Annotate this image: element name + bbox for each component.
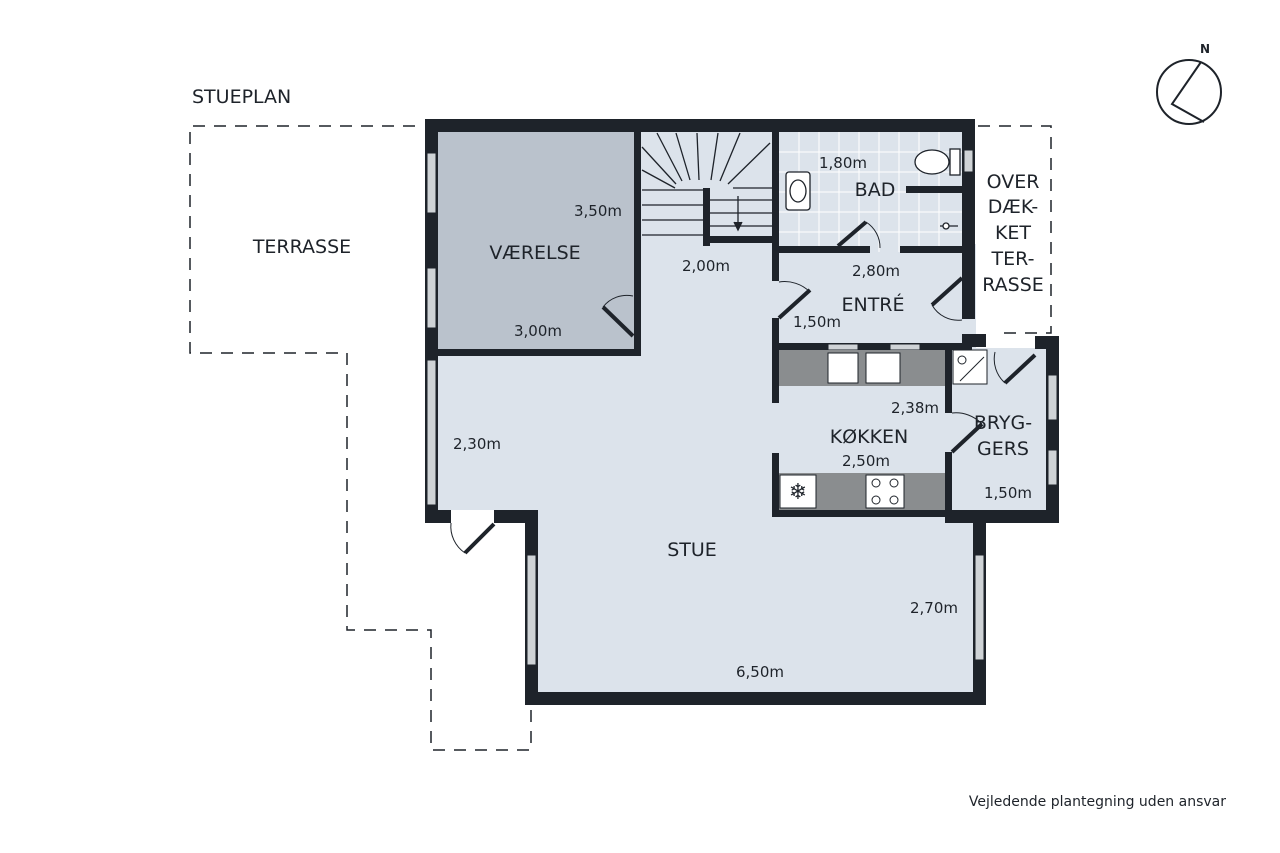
wall-covered-bottom	[962, 334, 986, 347]
wall-entre-left-low	[772, 318, 779, 403]
vaerelse-floor	[433, 132, 638, 351]
wall-bad-bottom	[772, 246, 870, 253]
window-vaerelse-1	[426, 152, 437, 214]
window-stue-left	[426, 359, 437, 506]
dim-koekken-depth: 2,50m	[842, 452, 890, 470]
wall-bryggers-right	[1046, 336, 1059, 523]
window-bryggers-1	[1047, 374, 1058, 421]
window-stue-lower-left	[526, 554, 537, 666]
wall-bryggers-bottom	[945, 510, 1059, 523]
room-label-vaerelse: VÆRELSE	[489, 242, 580, 264]
window-bad	[963, 149, 974, 173]
wall-bottom	[525, 692, 986, 705]
window-bryggers-2	[1047, 449, 1058, 486]
windows	[426, 149, 1058, 666]
compass-needle-icon	[1170, 61, 1205, 123]
room-label-stue: STUE	[667, 539, 717, 561]
stair-core-2	[703, 236, 775, 243]
room-label-covered-terrace-4: TER-	[991, 248, 1035, 270]
dim-stue-left: 2,30m	[453, 435, 501, 453]
north-label: N	[1200, 42, 1210, 56]
door-bryggers-top	[993, 351, 1037, 385]
door-stue	[450, 522, 496, 555]
room-label-koekken: KØKKEN	[830, 426, 909, 448]
wall-entre-bottom	[772, 343, 972, 350]
dim-vaerelse-width: 3,00m	[514, 322, 562, 340]
dim-bryggers-width: 1,50m	[984, 484, 1032, 502]
dim-koekken-width: 2,38m	[891, 399, 939, 417]
disclaimer: Vejledende plantegning uden ansvar	[969, 794, 1226, 810]
covered-terrace-outline	[978, 125, 1052, 334]
wall-stair-right	[772, 126, 779, 249]
dim-stue-width: 6,50m	[736, 663, 784, 681]
doors	[450, 220, 1037, 555]
room-label-bad: BAD	[855, 179, 896, 201]
dim-entre-width: 2,80m	[852, 262, 900, 280]
dim-vaerelse-depth: 3,50m	[574, 202, 622, 220]
wall-top	[425, 119, 975, 132]
terrace-outlines	[189, 125, 1052, 751]
room-label-covered-terrace-5: RASSE	[982, 274, 1044, 296]
stove	[865, 474, 905, 509]
wall-koekken-bottom	[772, 510, 952, 517]
window-stue-right	[974, 554, 985, 661]
dim-bad-width: 1,80m	[819, 154, 867, 172]
terrasse-outline	[189, 125, 532, 751]
wall-entre-left	[772, 253, 779, 281]
freezer-icon: ❄	[789, 480, 807, 505]
window-vaerelse-2	[426, 267, 437, 329]
dim-entre-depth: 1,50m	[793, 313, 841, 331]
wall-bad-bottom-right	[900, 246, 968, 253]
wall-bad-partition	[906, 186, 962, 193]
door-entre-left	[777, 281, 812, 320]
kitchen-counters: ❄	[779, 350, 945, 510]
room-label-bryggers-1: BRYG-	[974, 412, 1032, 434]
staircase	[641, 132, 775, 246]
wall-left-stub	[425, 510, 451, 523]
wall-bryggers-left	[945, 343, 952, 413]
plan-title: STUEPLAN	[192, 86, 291, 108]
labels: STUEPLAN TERRASSE VÆRELSE BAD ENTRÉ OVER…	[192, 86, 1226, 810]
north-arrow: N	[1156, 42, 1222, 125]
counter-top	[779, 350, 945, 386]
door-vaerelse	[601, 294, 635, 338]
dim-stair-width: 2,00m	[682, 257, 730, 275]
stue-floor-left-notch-fix	[433, 510, 531, 695]
entre-floor	[779, 252, 964, 322]
wall-vaerelse-bottom	[433, 349, 641, 356]
washing-machine	[952, 349, 988, 385]
door-entre-right	[930, 276, 964, 321]
bad-fixtures	[785, 148, 961, 230]
dishwasher	[827, 352, 859, 384]
door-bryggers-left	[950, 412, 984, 454]
wall-bad-right	[962, 119, 975, 319]
dim-stue-right: 2,70m	[910, 599, 958, 617]
kitchen-sink	[865, 352, 901, 384]
wall-koekken-left-low	[772, 453, 779, 517]
window-koekken-1	[827, 343, 859, 351]
room-label-terrasse: TERRASSE	[252, 236, 351, 258]
wall-vaerelse-right	[634, 126, 641, 356]
stair-core	[703, 188, 710, 246]
wall-bryggers-left-low	[945, 452, 952, 523]
room-label-covered-terrace-1: OVER	[987, 171, 1040, 193]
door-bad	[836, 220, 881, 249]
room-label-bryggers-2: GERS	[977, 438, 1029, 460]
room-label-covered-terrace-3: KET	[995, 222, 1031, 244]
toilet	[914, 148, 961, 176]
compass-circle	[1156, 59, 1222, 125]
room-label-covered-terrace-2: DÆK-	[988, 196, 1038, 218]
shower-fixture	[940, 222, 958, 230]
window-koekken-2	[889, 343, 921, 351]
room-label-entre: ENTRÉ	[841, 293, 904, 316]
fridge	[779, 474, 817, 509]
